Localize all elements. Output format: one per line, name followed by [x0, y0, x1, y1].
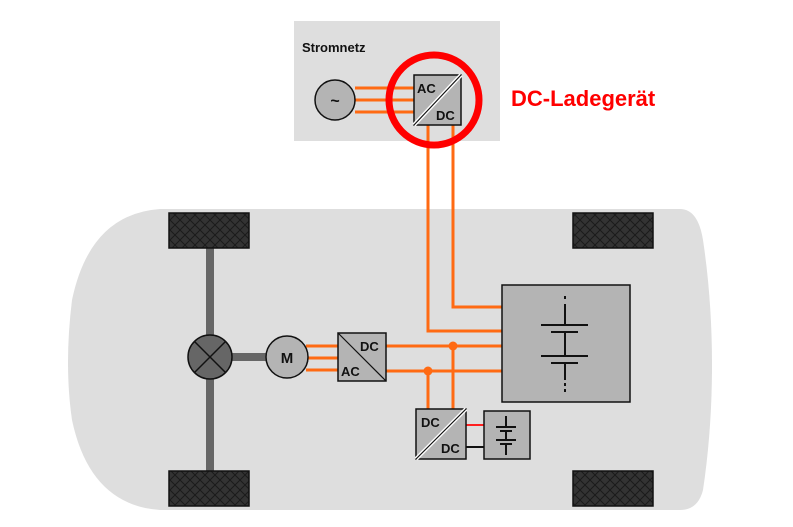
dcdc-label-top: DC [421, 415, 440, 430]
motor-icon [265, 335, 309, 379]
dc-dc-converter [414, 407, 468, 461]
inverter-label-ac: AC [341, 364, 360, 379]
wheel-rear-right [168, 470, 250, 507]
wheel-front-left [572, 212, 654, 249]
ac-source-symbol: ~ [330, 93, 339, 110]
power-lines [306, 86, 502, 409]
charger-label-ac: AC [417, 81, 436, 96]
inverter [337, 332, 387, 382]
battery-symbol-icon [541, 296, 588, 392]
dcdc-label-bottom: DC [441, 441, 460, 456]
motor-label: M [281, 350, 294, 367]
aux-battery [483, 410, 531, 460]
wheel-front-right [572, 470, 654, 507]
grid-title: Stromnetz [302, 40, 366, 55]
inverter-label-dc: DC [360, 339, 379, 354]
aux-battery-symbol-icon [496, 416, 516, 455]
junction-dot [423, 366, 433, 376]
ac-source-icon [314, 79, 356, 121]
junction-dot [448, 341, 458, 351]
wheel-rear-left [168, 212, 250, 249]
highlight-circle [385, 51, 483, 149]
differential-icon [187, 334, 233, 380]
ac-dc-charger [412, 73, 463, 127]
hv-battery [501, 284, 631, 403]
charger-label-dc: DC [436, 108, 455, 123]
charger-callout: DC-Ladegerät [511, 86, 656, 111]
